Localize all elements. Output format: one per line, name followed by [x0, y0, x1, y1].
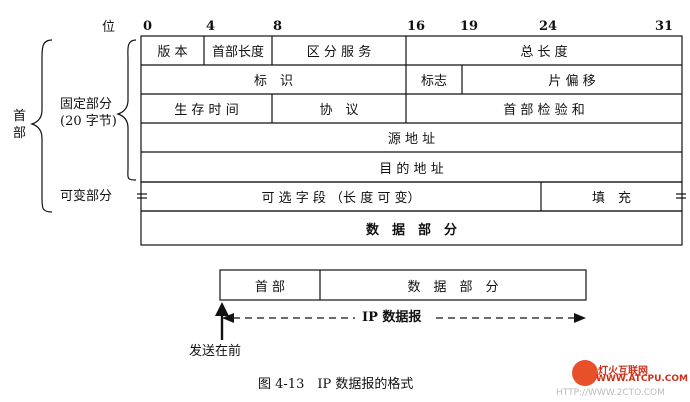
field-total-length: 总 长 度	[520, 45, 568, 60]
figure-caption: 图 4-13 IP 数据报的格式	[258, 377, 414, 392]
datagram-header: 首 部	[254, 279, 286, 295]
field-identification: 标 识	[253, 74, 293, 89]
datagram-data: 数 据 部 分	[407, 279, 499, 295]
field-destination-address: 目 的 地 址	[379, 161, 444, 177]
datagram-outline	[219, 269, 587, 301]
variable-part-label: 可变部分	[60, 189, 113, 204]
data-row-outline	[140, 210, 683, 246]
field-source-address: 源 地 址	[387, 132, 436, 147]
bit-pos-19: 19	[460, 19, 479, 34]
field-padding: 填 充	[591, 191, 631, 206]
bit-pos-4: 4	[206, 19, 216, 34]
field-options: 可 选 字 段 （长 度 可 变）	[261, 191, 421, 206]
field-fragment-offset: 片 偏 移	[548, 74, 596, 89]
bit-pos-31: 31	[655, 19, 674, 34]
bit-pos-16: 16	[407, 19, 426, 34]
watermark-site-url: WWW.ATCPU.COM	[596, 374, 689, 384]
fixed-part-label: 固定部分	[60, 97, 113, 112]
field-protocol: 协 议	[319, 103, 359, 118]
bit-pos-24: 24	[539, 19, 558, 34]
field-version: 版 本	[157, 45, 188, 60]
field-header-length: 首部长度	[211, 45, 264, 60]
watermark-site-name: 灯火互联网	[598, 366, 648, 377]
datagram-arrow-label: IP 数据报	[362, 310, 422, 325]
watermark-logo-icon	[572, 360, 598, 386]
fixed-part-size-label: (20 字节)	[60, 114, 117, 129]
bit-pos-0: 0	[143, 19, 153, 34]
send-first-label: 发送在前	[189, 344, 242, 359]
field-header-checksum: 首 部 检 验 和	[503, 103, 585, 118]
watermark: 灯火互联网 WWW.ATCPU.COM HTTP://WWW.2CTO.COM	[556, 354, 689, 400]
watermark-bottom-url: HTTP://WWW.2CTO.COM	[556, 388, 665, 398]
bit-pos-8: 8	[273, 19, 283, 34]
header-side-label: 首部	[13, 109, 27, 141]
bit-label: 位	[102, 20, 116, 35]
field-differentiated-services: 区 分 服 务	[306, 45, 372, 60]
field-ttl: 生 存 时 间	[174, 103, 239, 118]
field-flags: 标志	[420, 74, 447, 89]
field-data: 数 据 部 分	[365, 222, 457, 238]
